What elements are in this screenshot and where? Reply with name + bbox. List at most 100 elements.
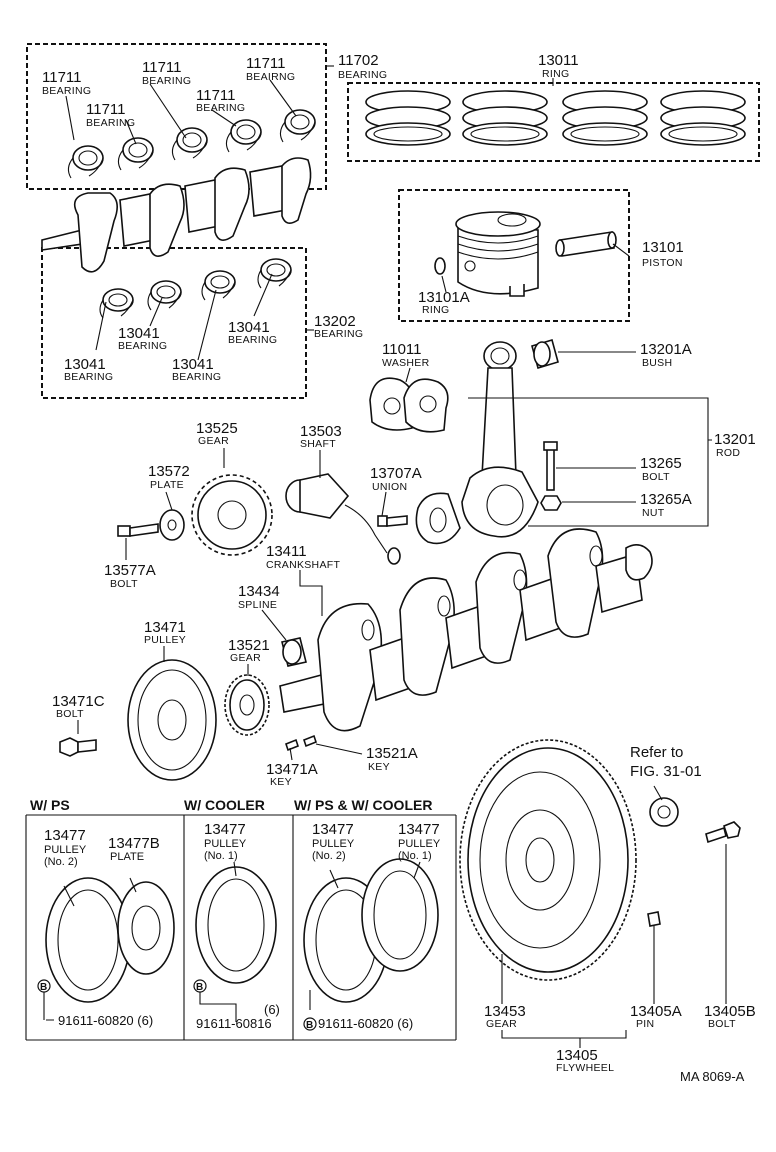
svg-text:11711: 11711 bbox=[142, 59, 182, 76]
svg-text:PLATE: PLATE bbox=[150, 479, 184, 491]
label-13101: 13101 PISTON bbox=[642, 239, 684, 269]
piston-group-box bbox=[398, 189, 630, 322]
piston[interactable] bbox=[455, 211, 541, 297]
svg-text:BEARING: BEARING bbox=[228, 334, 277, 346]
pulley-bolt[interactable] bbox=[59, 737, 97, 757]
label-13707a: 13707A UNION bbox=[370, 465, 422, 493]
label-ps-pulley: 13477 PULLEY (No. 2) bbox=[44, 827, 87, 868]
label-ps-cooler-pulley1: 13477 PULLEY (No. 1) bbox=[398, 821, 441, 862]
drive-gear[interactable] bbox=[191, 474, 273, 556]
label-13577a: 13577A BOLT bbox=[104, 562, 156, 590]
label-11711-a: 11711 BEARING bbox=[42, 69, 91, 97]
svg-text:UNION: UNION bbox=[372, 481, 407, 493]
svg-text:11711: 11711 bbox=[246, 55, 286, 72]
label-11711-e: 11711 BEARING bbox=[196, 87, 245, 114]
label-refer-fig: Refer to FIG. 31-01 bbox=[630, 744, 702, 780]
svg-text:13101A: 13101A bbox=[418, 289, 470, 306]
svg-text:13041: 13041 bbox=[228, 319, 270, 336]
svg-text:13477: 13477 bbox=[312, 821, 354, 838]
svg-text:NUT: NUT bbox=[642, 507, 665, 519]
piston-ring-group-box bbox=[347, 82, 760, 162]
svg-text:13011: 13011 bbox=[538, 52, 579, 69]
small-end-bush[interactable] bbox=[531, 338, 559, 370]
svg-text:13201A: 13201A bbox=[640, 341, 692, 358]
timing-gear-spline[interactable] bbox=[281, 637, 307, 667]
svg-text:13453: 13453 bbox=[484, 1003, 526, 1020]
upper-bearing-shells[interactable] bbox=[67, 109, 316, 179]
cooler-pulley-no1[interactable] bbox=[195, 866, 277, 984]
crankshaft[interactable] bbox=[279, 528, 653, 732]
union-bolt[interactable] bbox=[377, 515, 408, 527]
svg-text:KEY: KEY bbox=[368, 761, 390, 773]
rod-bolt[interactable] bbox=[543, 441, 558, 491]
svg-text:13477: 13477 bbox=[44, 827, 86, 844]
svg-text:13405: 13405 bbox=[556, 1047, 598, 1064]
crank-pulley[interactable] bbox=[127, 659, 217, 781]
lower-bearing-shells[interactable] bbox=[99, 258, 292, 319]
connecting-rod[interactable] bbox=[461, 341, 539, 538]
drive-shaft[interactable] bbox=[285, 473, 401, 565]
variant-header-cooler: W/ COOLER bbox=[184, 797, 265, 813]
piston-pin[interactable] bbox=[555, 231, 617, 257]
label-11011: 11011 WASHER bbox=[382, 341, 429, 369]
svg-text:11711: 11711 bbox=[42, 69, 82, 86]
svg-text:13503: 13503 bbox=[300, 423, 342, 440]
label-13572: 13572 PLATE bbox=[148, 463, 190, 491]
leader-lines bbox=[43, 65, 727, 1048]
flywheel[interactable] bbox=[459, 739, 637, 981]
label-13405b: 13405B BOLT bbox=[704, 1003, 756, 1030]
svg-text:13477: 13477 bbox=[398, 821, 440, 838]
svg-text:BEARING: BEARING bbox=[338, 69, 387, 81]
ps-pulley-no2[interactable] bbox=[45, 877, 131, 1003]
piston-pin-snap-ring[interactable] bbox=[434, 257, 446, 275]
svg-text:13041: 13041 bbox=[64, 356, 106, 373]
svg-text:13471: 13471 bbox=[144, 619, 186, 636]
rod-nut[interactable] bbox=[540, 495, 562, 511]
label-13405: 13405 FLYWHEEL bbox=[556, 1047, 614, 1074]
thrust-washers[interactable] bbox=[369, 377, 449, 433]
crank-timing-gear[interactable] bbox=[224, 674, 270, 736]
svg-text:13577A: 13577A bbox=[104, 562, 156, 579]
label-13265: 13265 BOLT bbox=[640, 455, 682, 483]
svg-text:(No. 1): (No. 1) bbox=[398, 850, 432, 862]
svg-text:BEARING: BEARING bbox=[196, 102, 245, 114]
flywheel-bolt[interactable] bbox=[705, 821, 741, 844]
svg-text:13477: 13477 bbox=[204, 821, 246, 838]
ps-pulley-plate[interactable] bbox=[117, 881, 175, 975]
label-11711-b: 11711 BEARING bbox=[142, 59, 191, 87]
svg-text:13525: 13525 bbox=[196, 420, 238, 437]
ps-cooler-pulley-no1[interactable] bbox=[361, 858, 439, 972]
svg-text:BEARING: BEARING bbox=[64, 371, 113, 383]
label-ps-plate: 13477B PLATE bbox=[108, 835, 160, 863]
flywheel-pin[interactable] bbox=[647, 911, 661, 927]
piston-ring-sets[interactable] bbox=[365, 90, 746, 146]
svg-text:13471A: 13471A bbox=[266, 761, 318, 778]
label-ps-cooler-pulley2: 13477 PULLEY (No. 2) bbox=[312, 821, 355, 862]
svg-text:PULLEY: PULLEY bbox=[204, 838, 247, 850]
svg-text:BEARING: BEARING bbox=[172, 371, 221, 383]
svg-text:B: B bbox=[306, 1020, 313, 1031]
pulley-key[interactable] bbox=[285, 738, 299, 752]
variant-header-ps-cooler: W/ PS & W/ COOLER bbox=[294, 797, 432, 813]
svg-text:BEARING: BEARING bbox=[314, 328, 363, 340]
svg-text:GEAR: GEAR bbox=[486, 1018, 517, 1030]
label-13405a: 13405A PIN bbox=[630, 1003, 682, 1030]
label-13521a: 13521A KEY bbox=[366, 745, 418, 773]
label-13525: 13525 GEAR bbox=[196, 420, 238, 447]
svg-text:SPLINE: SPLINE bbox=[238, 599, 277, 611]
gear-plate[interactable] bbox=[159, 509, 185, 541]
svg-text:13041: 13041 bbox=[118, 325, 160, 342]
svg-text:B: B bbox=[40, 982, 47, 993]
svg-text:BEAIRNG: BEAIRNG bbox=[246, 71, 295, 83]
rod-bearing-shell[interactable] bbox=[415, 492, 461, 545]
svg-text:FIG. 31-01: FIG. 31-01 bbox=[630, 763, 702, 780]
gear-key[interactable] bbox=[303, 734, 317, 748]
footer-figure-code: MA 8069-A bbox=[680, 1069, 745, 1084]
label-13202: 13202 BEARING bbox=[314, 313, 363, 340]
svg-text:13041: 13041 bbox=[172, 356, 214, 373]
plate-bolt[interactable] bbox=[117, 523, 159, 537]
svg-text:11711: 11711 bbox=[196, 87, 236, 104]
pilot-bearing[interactable] bbox=[649, 797, 679, 827]
svg-text:B: B bbox=[196, 982, 203, 993]
svg-text:PULLEY: PULLEY bbox=[312, 838, 355, 850]
